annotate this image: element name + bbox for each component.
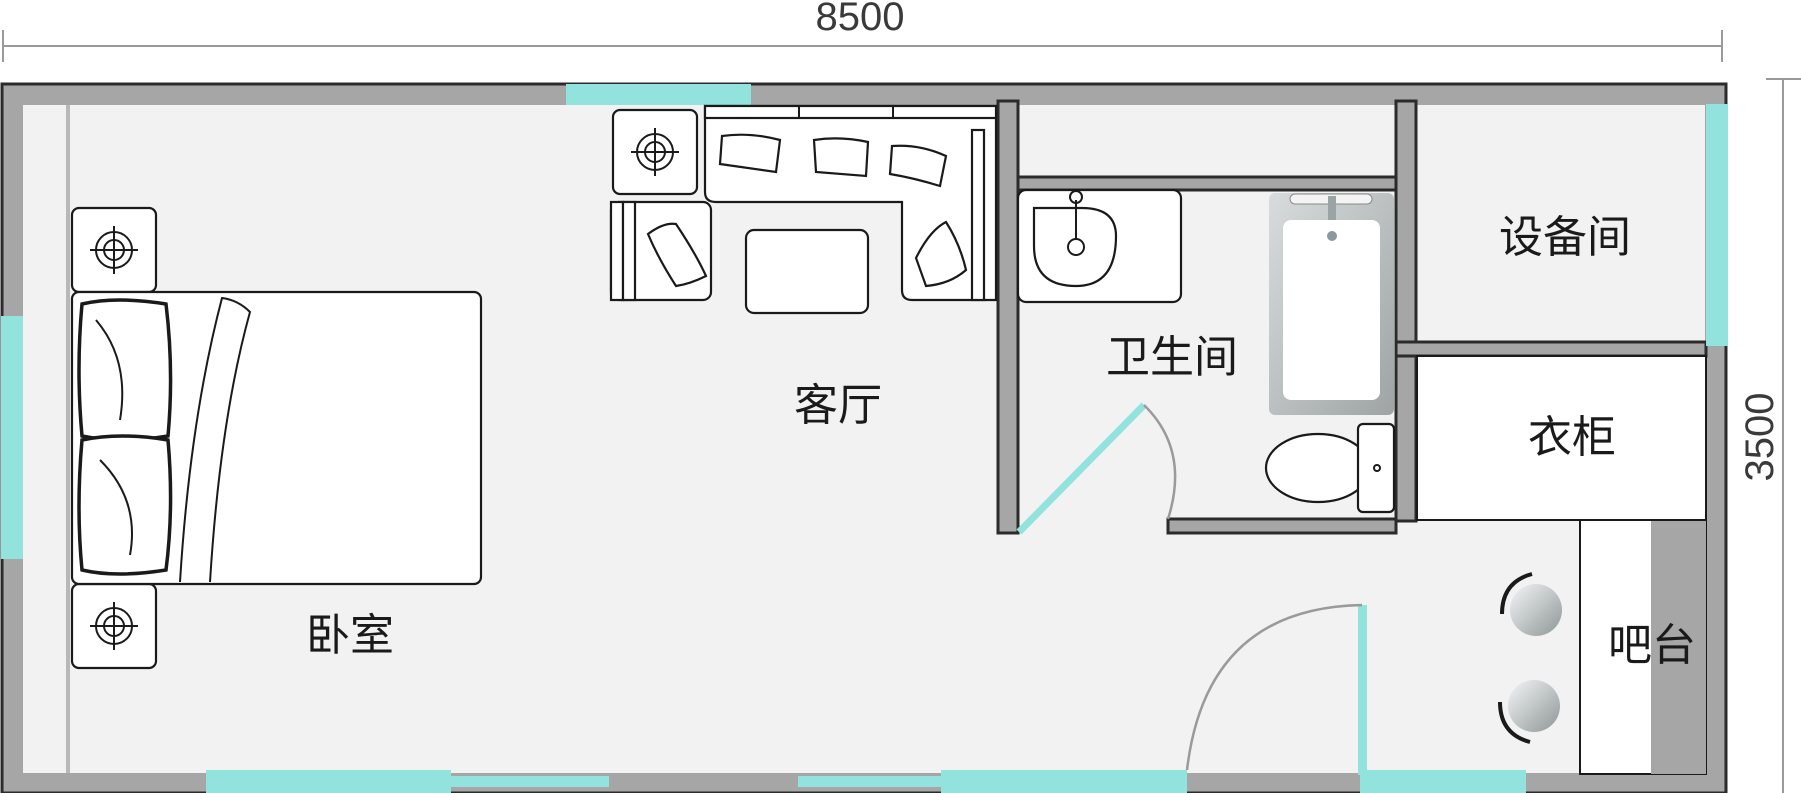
room-label-bathroom: 卫生间 [1106,332,1238,383]
room-label-living-room: 客厅 [794,380,882,431]
coffee-table [744,228,870,315]
bedroom-furniture [70,206,483,670]
room-label-wardrobe: 衣柜 [1528,412,1616,463]
bar-counter [1416,355,1707,775]
room-label-bar-counter: 吧台 [1608,620,1696,671]
windows [1,84,1728,793]
living-room-furniture [609,104,998,315]
width-dimension: 8500 [2,0,1723,62]
bathtub [1269,193,1394,415]
sofa [703,104,998,302]
height-dimension: 3500 [1738,78,1801,793]
toilet [1264,422,1396,514]
bathroom-fixtures [1016,188,1396,514]
armchair [609,200,713,302]
sink [1016,188,1183,304]
interior-walls [996,99,1708,535]
height-label: 3500 [1738,393,1782,482]
entry-door [1185,603,1367,775]
nightstand-top [70,206,158,294]
nightstand-bottom [70,582,158,670]
room-label-equipment-room: 设备间 [1499,212,1631,263]
room-label-bedroom: 卧室 [306,610,394,661]
bathroom-door [1016,402,1177,535]
bar-stools [1498,572,1562,744]
width-label: 8500 [816,0,905,39]
side-table [611,108,699,196]
double-bed [70,290,483,586]
